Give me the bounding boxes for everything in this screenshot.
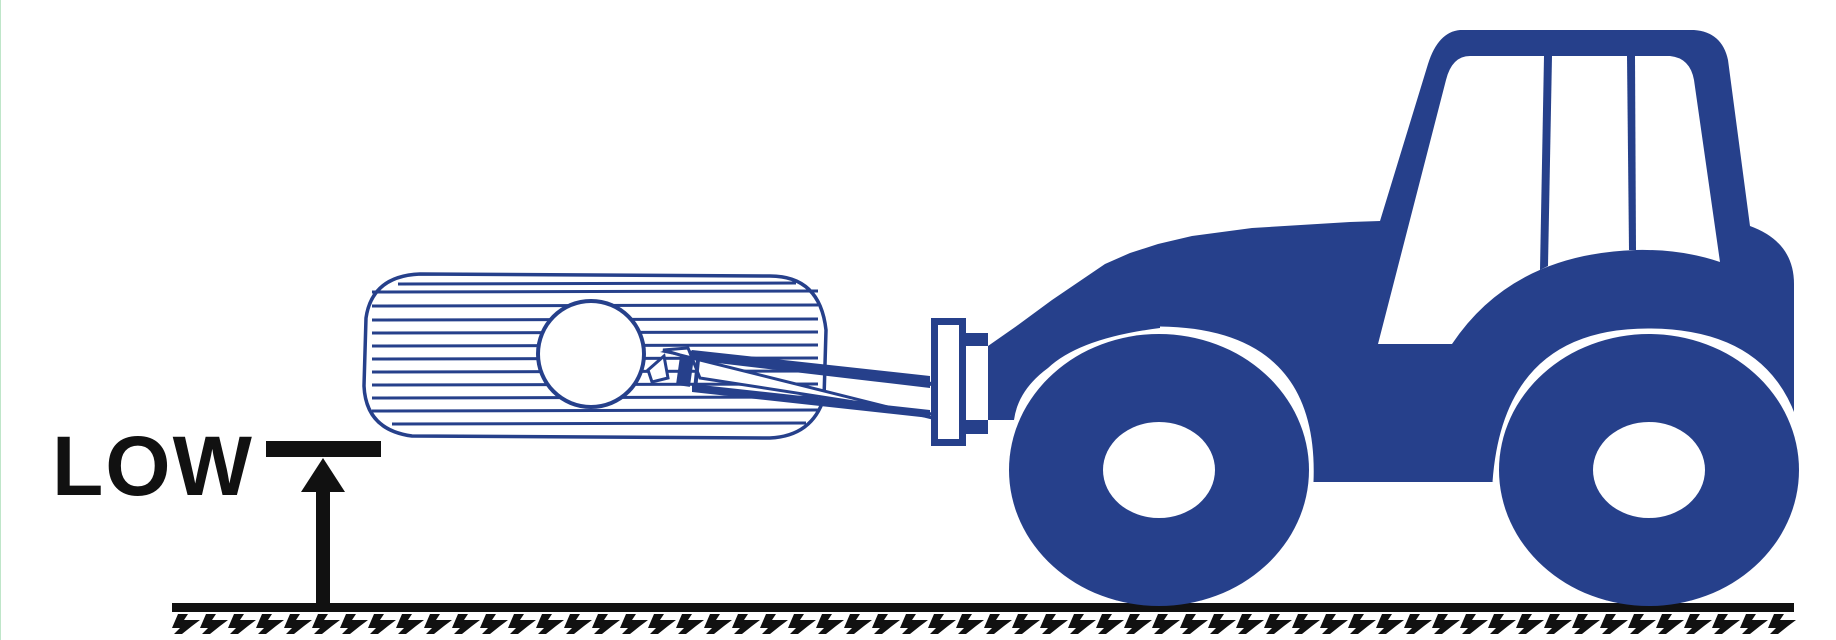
ground-hatch-mark: [1572, 614, 1600, 634]
ground-hatch-mark: [788, 614, 816, 634]
ground-hatch-mark: [956, 614, 984, 634]
ground-hatch-mark: [256, 614, 284, 634]
ground-hatch-mark: [424, 614, 452, 634]
ground-hatch-mark: [508, 614, 536, 634]
ground-hatch-mark: [592, 614, 620, 634]
roller-hub: [540, 303, 642, 405]
tractor-hitch-bottom: [966, 420, 988, 434]
ground-hatch-mark: [480, 614, 508, 634]
height-bar: [266, 441, 381, 457]
ground-hatch-mark: [732, 614, 760, 634]
ground-icon: [172, 603, 1796, 634]
ground-hatch-mark: [928, 614, 956, 634]
ground-hatch-mark: [1320, 614, 1348, 634]
ground-hatch-mark: [228, 614, 256, 634]
ground-hatch-mark: [312, 614, 340, 634]
ground-hatch-mark: [1600, 614, 1628, 634]
ground-hatch-mark: [1684, 614, 1712, 634]
ground-hatch-mark: [396, 614, 424, 634]
ground-hatch-mark: [340, 614, 368, 634]
arrow-shaft: [316, 490, 330, 606]
ground-hatch-mark: [1432, 614, 1460, 634]
ground-hatch-mark: [1068, 614, 1096, 634]
ground-hatch-mark: [1180, 614, 1208, 634]
ground-hatch-mark: [760, 614, 788, 634]
ground-hatch-mark: [816, 614, 844, 634]
ground-hatch-icon: [172, 614, 1796, 634]
ground-hatch-mark: [172, 614, 200, 634]
ground-hatch-mark: [1236, 614, 1264, 634]
ground-hatch-mark: [1740, 614, 1768, 634]
ground-hatch-mark: [1292, 614, 1320, 634]
ground-hatch-mark: [536, 614, 564, 634]
ground-hatch-mark: [1628, 614, 1656, 634]
ground-hatch-mark: [1516, 614, 1544, 634]
rear-wheel-hub: [1593, 422, 1705, 518]
ground-hatch-mark: [844, 614, 872, 634]
height-label: LOW: [52, 424, 254, 508]
ground-hatch-mark: [1712, 614, 1740, 634]
tractor-icon: [966, 30, 1799, 606]
ground-hatch-mark: [452, 614, 480, 634]
ground-hatch-mark: [284, 614, 312, 634]
height-indicator: [266, 441, 381, 606]
ground-hatch-mark: [648, 614, 676, 634]
ground-hatch-mark: [872, 614, 900, 634]
hitch-plate-window: [938, 325, 959, 439]
ground-line: [172, 603, 1794, 612]
ground-hatch-mark: [368, 614, 396, 634]
ground-hatch-mark: [1096, 614, 1124, 634]
ground-hatch-mark: [1348, 614, 1376, 634]
ground-hatch-mark: [200, 614, 228, 634]
ground-hatch-mark: [1460, 614, 1488, 634]
ground-hatch-mark: [984, 614, 1012, 634]
ground-hatch-mark: [900, 614, 928, 634]
tractor-hitch-top: [966, 333, 988, 346]
ground-hatch-mark: [1488, 614, 1516, 634]
implement-hatch-line: [398, 283, 796, 284]
ground-hatch-mark: [1404, 614, 1432, 634]
ground-hatch-mark: [1768, 614, 1796, 634]
implement-hatch-line: [372, 410, 818, 411]
ground-hatch-mark: [1264, 614, 1292, 634]
ground-hatch-mark: [1040, 614, 1068, 634]
ground-hatch-mark: [1376, 614, 1404, 634]
ground-hatch-mark: [1656, 614, 1684, 634]
mounted-roller-implement-icon: [364, 274, 966, 446]
ground-hatch-mark: [564, 614, 592, 634]
ground-hatch-mark: [1124, 614, 1152, 634]
ground-hatch-mark: [704, 614, 732, 634]
front-wheel-hub: [1103, 422, 1215, 518]
implement-hatch-line: [372, 291, 818, 292]
ground-hatch-mark: [1544, 614, 1572, 634]
up-arrow-icon: [301, 458, 345, 492]
ground-hatch-mark: [1208, 614, 1236, 634]
implement-hatch-line: [392, 423, 806, 424]
ground-hatch-mark: [676, 614, 704, 634]
ground-hatch-mark: [1012, 614, 1040, 634]
ground-hatch-mark: [1152, 614, 1180, 634]
ground-hatch-mark: [620, 614, 648, 634]
